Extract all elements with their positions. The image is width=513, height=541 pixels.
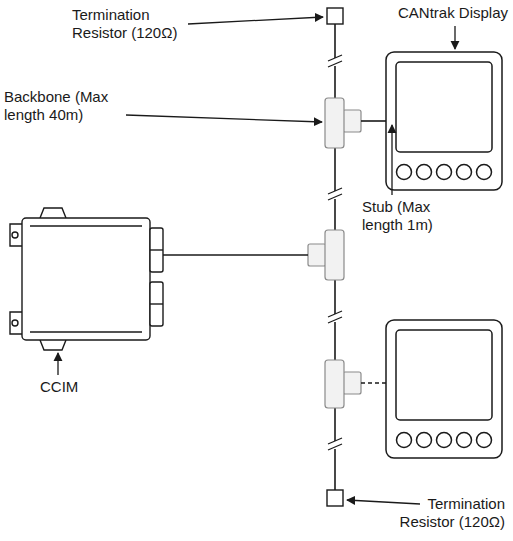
- callout-label: Backbone (Max length 40m): [4, 88, 122, 124]
- callout-label: CCIM: [40, 378, 78, 396]
- termination-resistor: [327, 8, 343, 24]
- t-connector: [325, 98, 361, 148]
- stub-cable: [361, 120, 386, 122]
- t-connector: [308, 230, 344, 280]
- callout-label: CANtrak Display: [395, 4, 508, 22]
- termination-resistor: [327, 490, 343, 506]
- cantrak-display: [386, 320, 502, 458]
- cantrak-display: [386, 52, 502, 190]
- optional-stub-cable: [361, 382, 386, 383]
- ccim-module: [10, 208, 163, 350]
- stub-cable: [163, 254, 308, 256]
- leader-arrows: [58, 17, 455, 504]
- callout-label: Termination Resistor (120Ω): [72, 6, 184, 42]
- callout-label: Termination Resistor (120Ω): [393, 495, 505, 531]
- t-connector: [325, 360, 361, 408]
- callout-label: Stub (Max length 1m): [362, 198, 470, 234]
